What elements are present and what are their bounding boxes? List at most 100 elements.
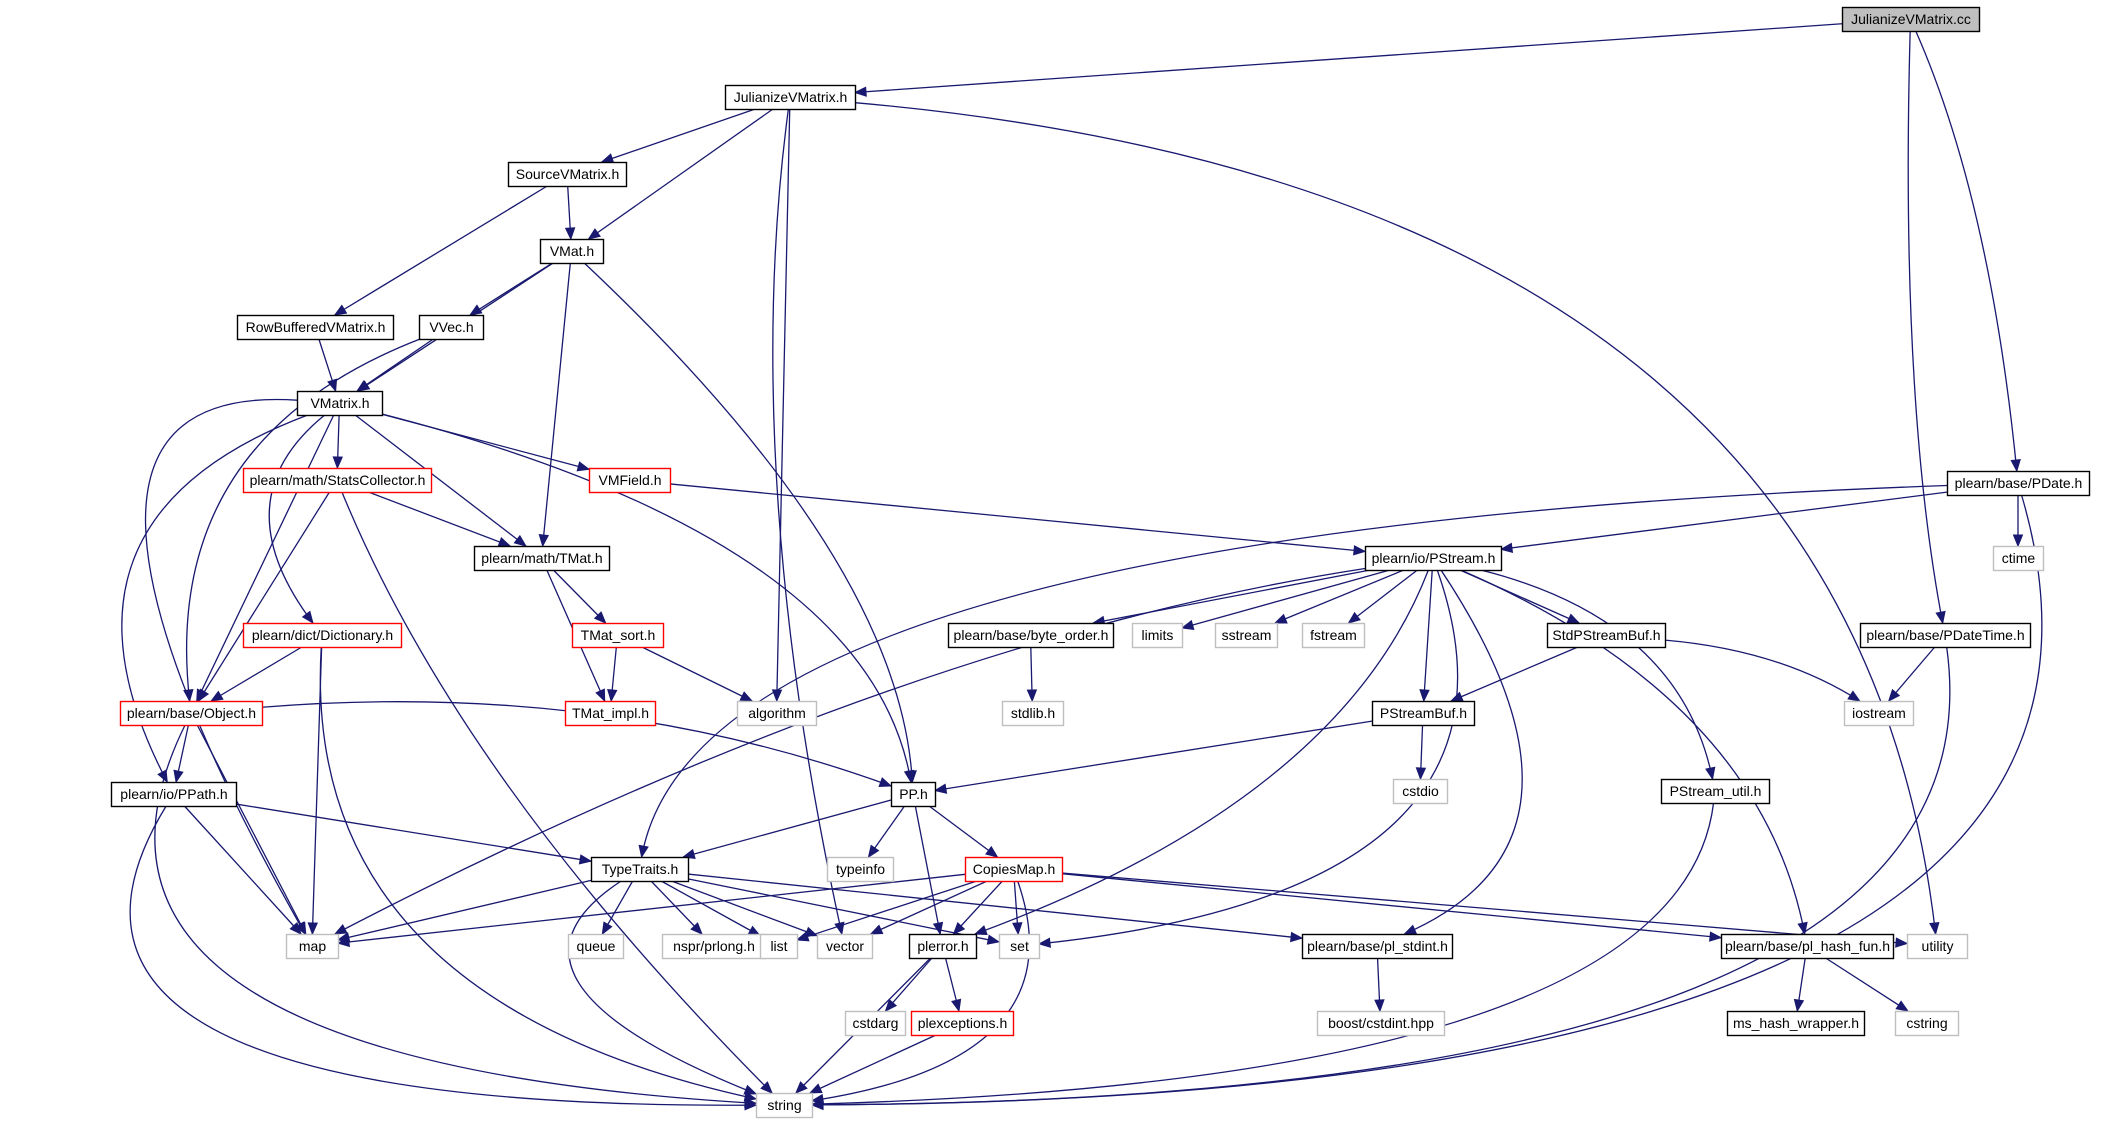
include-edge	[552, 569, 607, 624]
edge-line	[469, 262, 553, 316]
system-header-node: fstream	[1301, 622, 1366, 649]
header-file-node[interactable]: plearn/dict/Dictionary.h	[242, 622, 403, 649]
header-file-node[interactable]: TMat_sort.h	[571, 622, 665, 649]
node-box	[1720, 933, 1895, 960]
edge-arrowhead	[2010, 459, 2021, 473]
edge-arrowhead	[601, 921, 613, 936]
edge-line	[1664, 639, 1861, 702]
header-file-node[interactable]: plearn/math/StatsCollector.h	[242, 467, 433, 494]
edge-line	[1888, 646, 1936, 702]
header-file-node[interactable]: plearn/base/pl_stdint.h	[1301, 933, 1454, 960]
edge-line	[1348, 569, 1418, 624]
include-edge	[1915, 30, 2021, 473]
header-file-node[interactable]: PStreamBuf.h	[1371, 700, 1476, 727]
node-label: sstream	[1222, 627, 1272, 643]
header-file-node[interactable]: CopiesMap.h	[964, 856, 1064, 883]
include-edge	[368, 491, 512, 547]
header-file-node[interactable]: plearn/math/TMat.h	[473, 545, 611, 572]
include-edge	[1061, 873, 1723, 942]
edge-arrowhead	[576, 461, 591, 472]
include-edge	[1907, 30, 1946, 625]
node-label: plearn/dict/Dictionary.h	[252, 627, 393, 643]
include-edge	[607, 646, 618, 703]
edge-line	[381, 413, 912, 783]
header-file-node[interactable]: RowBufferedVMatrix.h	[236, 314, 395, 341]
header-file-node[interactable]: VMField.h	[588, 467, 672, 494]
edge-arrowhead	[1895, 937, 1909, 948]
include-edge	[333, 567, 1366, 935]
header-file-node[interactable]: plearn/base/pl_hash_fun.h	[1720, 933, 1895, 960]
header-file-node[interactable]: PStream_util.h	[1660, 778, 1771, 805]
system-header-node: algorithm	[736, 700, 818, 727]
edge-line	[1423, 569, 1433, 702]
include-edge	[1012, 880, 1023, 936]
header-file-node[interactable]: VMat.h	[539, 238, 605, 265]
edge-arrowhead	[1026, 689, 1038, 703]
edge-line	[1274, 569, 1405, 624]
edge-arrowhead	[808, 1083, 823, 1094]
include-edge	[1403, 569, 1523, 935]
node-label: cstdarg	[853, 1015, 899, 1031]
header-file-node[interactable]: plearn/io/PStream.h	[1364, 545, 1503, 572]
edge-arrowhead	[538, 534, 550, 548]
edge-line	[811, 646, 1951, 1106]
edge-line	[337, 873, 966, 944]
header-file-node[interactable]: plearn/base/PDateTime.h	[1859, 622, 2032, 649]
node-label: CopiesMap.h	[973, 861, 1056, 877]
node-label: ms_hash_wrapper.h	[1733, 1015, 1859, 1031]
include-edge	[1664, 639, 1861, 702]
edge-line	[1061, 872, 1908, 945]
edge-line	[796, 880, 978, 941]
header-file-node[interactable]: VMatrix.h	[296, 390, 384, 417]
node-box	[564, 700, 657, 727]
header-file-node[interactable]: ms_hash_wrapper.h	[1726, 1010, 1866, 1037]
include-edge	[810, 880, 1031, 1105]
include-edge	[307, 646, 323, 936]
node-box	[1131, 622, 1184, 649]
header-file-node[interactable]: plearn/base/PDate.h	[1946, 470, 2091, 497]
node-label: plexceptions.h	[918, 1015, 1008, 1031]
header-file-node[interactable]: PP.h	[890, 781, 937, 808]
edge-line	[235, 803, 592, 862]
node-box	[1001, 700, 1065, 727]
node-box	[736, 700, 818, 727]
node-box	[1841, 6, 1981, 33]
include-edge	[687, 878, 1001, 945]
include-edge	[772, 108, 845, 936]
edge-arrowhead	[289, 921, 302, 935]
edge-arrowhead	[595, 688, 606, 703]
include-edge	[1180, 569, 1391, 630]
edge-line	[1093, 569, 1371, 624]
system-header-node: utility	[1906, 933, 1969, 960]
node-box	[1894, 1010, 1960, 1037]
header-file-node[interactable]: TMat_impl.h	[564, 700, 657, 727]
edge-arrowhead	[607, 689, 618, 703]
include-edge	[1347, 569, 1418, 624]
header-file-node[interactable]: VVec.h	[418, 314, 485, 341]
header-file-node[interactable]: TypeTraits.h	[590, 856, 690, 883]
edge-arrowhead	[1709, 931, 1723, 942]
header-file-node[interactable]: plerror.h	[908, 933, 978, 960]
node-label: string	[767, 1097, 801, 1113]
edge-arrowhead	[951, 998, 962, 1013]
header-file-node[interactable]: StdPStreamBuf.h	[1546, 622, 1667, 649]
edge-line	[953, 880, 1003, 935]
include-edge	[1449, 646, 1579, 702]
header-file-node[interactable]: plearn/base/Object.h	[119, 700, 264, 727]
header-file-node[interactable]: JulianizeVMatrix.h	[724, 84, 857, 111]
node-box	[816, 933, 874, 960]
header-file-node[interactable]: plearn/io/PPath.h	[110, 781, 238, 808]
node-label: list	[770, 938, 787, 954]
edge-arrowhead	[743, 1084, 758, 1095]
include-edge	[601, 880, 634, 936]
include-edge	[1887, 646, 1936, 703]
header-file-node[interactable]: plexceptions.h	[910, 1010, 1015, 1037]
node-box	[947, 622, 1115, 649]
edge-line	[687, 873, 1303, 939]
include-edge	[2012, 495, 2024, 548]
edge-arrowhead	[933, 783, 948, 794]
node-label: VMatrix.h	[310, 395, 369, 411]
header-file-node[interactable]: SourceVMatrix.h	[507, 161, 628, 188]
header-file-node[interactable]: plearn/base/byte_order.h	[947, 622, 1115, 649]
system-header-node: list	[759, 933, 799, 960]
